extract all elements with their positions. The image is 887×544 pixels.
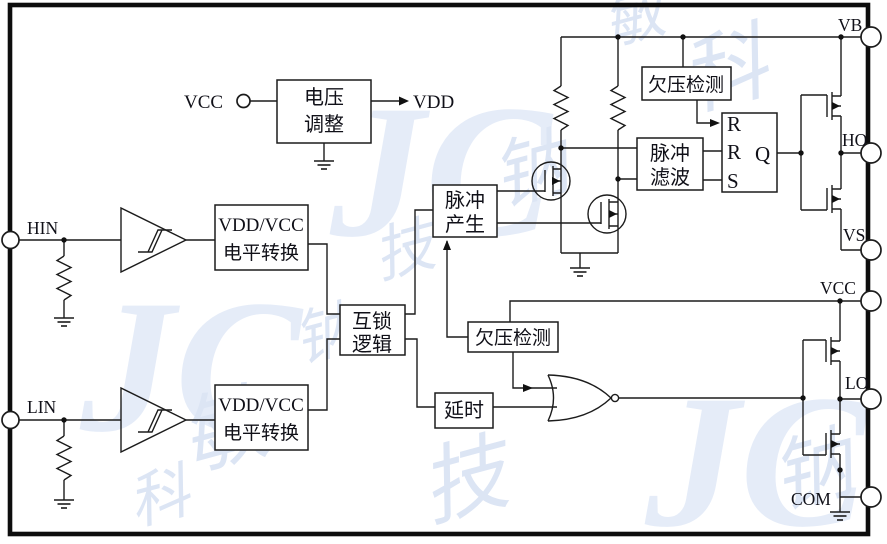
pin-label-com: COM (791, 489, 831, 509)
pulse-filter-label-line2: 滤波 (650, 166, 690, 189)
schmitt-trigger-symbol (120, 206, 188, 454)
pin-hin (1, 230, 20, 250)
block-pulse-filter (636, 137, 704, 191)
pin-ho (860, 142, 882, 164)
pin-label-lin: LIN (27, 397, 57, 417)
pin-lin (1, 410, 20, 430)
pin-label-ho: HO (842, 130, 867, 150)
hin-shift-label-line2: 电平转换 (223, 242, 299, 264)
block-level-shift-hin (214, 204, 309, 271)
block-voltage-regulator (276, 79, 372, 144)
lin-shift-label-line2: 电平转换 (223, 422, 299, 444)
ground-symbol (54, 160, 850, 521)
net-label-vcc: VCC (184, 92, 223, 113)
pin-com (860, 486, 882, 508)
junction-dot (61, 34, 844, 473)
mosfet-symbol (825, 337, 840, 458)
pin-label-vs: VS (843, 225, 865, 245)
block-rs-latch (721, 112, 778, 193)
uvlo-high-label: 欠压检测 (648, 74, 724, 96)
pin-vcc (860, 290, 882, 312)
net-label-vdd: VDD (413, 92, 454, 113)
pin-lo (860, 388, 882, 410)
hin-shift-label-line1: VDD/VCC (218, 215, 304, 236)
watermark-glyph: 技 (411, 423, 526, 538)
latch-reset1-label: R (727, 112, 741, 136)
vreg-label-line2: 调整 (304, 113, 344, 136)
block-uvlo-high-side (641, 66, 732, 101)
block-level-shift-lin (214, 384, 309, 451)
pulse-filter-label-line1: 脉冲 (650, 142, 690, 165)
block-delay (434, 392, 494, 429)
latch-set-label: S (727, 169, 739, 193)
block-uvlo-low-side (467, 321, 559, 353)
lin-shift-label-line1: VDD/VCC (218, 395, 304, 416)
delay-label: 延时 (444, 399, 484, 422)
latch-q-label: Q (755, 142, 770, 166)
resistor-symbol (55, 85, 627, 481)
function-blocks (214, 66, 778, 451)
interlock-label-line2: 逻辑 (352, 333, 392, 356)
mosfet-symbol (531, 161, 627, 234)
watermark-layer: JC JC JC 钠 敏 科 技 钠 敏 科 技 钠 (79, 0, 869, 544)
arrowheads (399, 96, 720, 392)
uvlo-low-label: 欠压检测 (475, 327, 551, 349)
mosfet-symbol (826, 92, 841, 213)
vreg-label-line1: 电压 (304, 86, 344, 109)
pin-label-lo: LO (845, 373, 868, 393)
interlock-label-line1: 互锁 (352, 310, 392, 333)
pin-label-hin: HIN (27, 218, 58, 238)
pulse-gen-label-line1: 脉冲 (445, 189, 485, 212)
pin-vb (860, 26, 882, 48)
pin-label-vb: VB (838, 15, 862, 35)
vcc-terminal-circle (236, 93, 251, 109)
nor-gate-symbol (547, 374, 620, 422)
latch-reset2-label: R (727, 140, 741, 164)
watermark-glyph: 敏 (596, 0, 678, 58)
pulse-gen-label-line2: 产生 (445, 213, 485, 236)
pin-label-vcc: VCC (820, 278, 856, 298)
chip-boundary (7, 2, 871, 537)
block-interlock-logic (339, 304, 406, 356)
pins (1, 26, 882, 508)
pin-vs (860, 239, 882, 261)
block-pulse-generator (432, 184, 498, 238)
